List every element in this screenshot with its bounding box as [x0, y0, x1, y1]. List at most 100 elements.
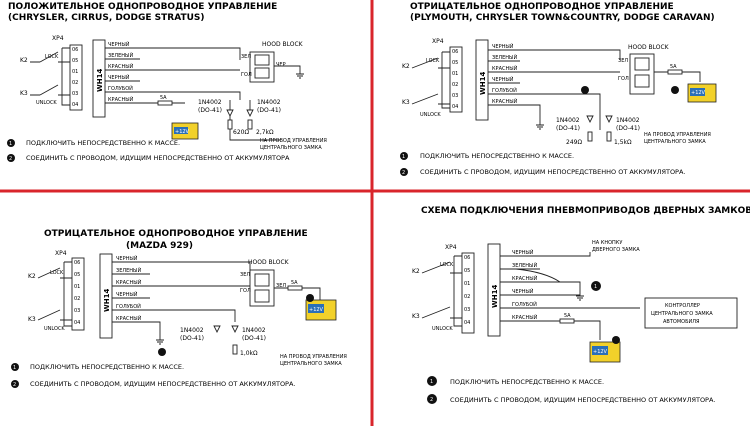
tl-wires [105, 47, 241, 104]
bl-note2: СОЕДИНИТЬ С ПРОВОДОМ, ИДУЩИМ НЕПОСРЕДСТВ… [30, 380, 296, 388]
br-fuse-label: 5A [564, 313, 571, 319]
bl-ground [156, 339, 164, 345]
br-wire: ЧЕРНЫЙ [512, 249, 534, 256]
tr-r2: 1,5kΩ [614, 139, 632, 146]
bl-k2: K2 [28, 273, 36, 280]
bl-fuse-label: 5A [291, 280, 298, 286]
bl-pin: 03 [74, 308, 80, 314]
tr-wire: КРАСНЫЙ [492, 65, 518, 72]
bl-pin-block [71, 257, 85, 331]
br-connector: XP4 [445, 244, 457, 251]
note-marker-2-icon [427, 394, 437, 404]
panel-bottom-right: СХЕМА ПОДКЛЮЧЕНИЯ ПНЕВМОПРИВОДОВ ДВЕРНЫХ… [412, 206, 750, 404]
tl-hood-ground [274, 65, 304, 79]
tr-tolock2: ЦЕНТРАЛЬНОГО ЗАМКА [644, 139, 706, 145]
bl-hood: HOOD BLOCK [248, 259, 290, 266]
tl-hood: HOOD BLOCK [262, 41, 304, 48]
battery-icon: +12V [687, 83, 717, 103]
tr-wire: ЧЕРНЫЙ [492, 76, 514, 83]
tr-hood-pin: ЗЕЛ [618, 58, 628, 64]
bl-wire: КРАСНЫЙ [116, 279, 142, 286]
bl-k3: K3 [28, 316, 36, 323]
br-relay-label: WH14 [491, 285, 499, 308]
br-wires [500, 252, 640, 340]
note-marker-2-icon [306, 294, 314, 302]
tr-fuse-label: 5A [670, 64, 677, 70]
tr-resistor [606, 131, 612, 142]
tl-pin: 04 [72, 102, 78, 108]
note-marker-2-icon [612, 336, 620, 344]
bl-battery-label: +12V [309, 307, 324, 313]
tr-diode-symbols [586, 115, 613, 124]
tr-pin: 01 [452, 71, 458, 77]
tr-title2: (PLYMOUTH, CHRYSLER TOWN&COUNTRY, DODGE … [410, 13, 715, 23]
br-k3: K3 [412, 313, 420, 320]
br-unlock: UNLOCK [432, 326, 453, 332]
battery-icon: +12V [171, 122, 199, 140]
note-marker-2-icon [7, 154, 15, 162]
tl-connector: XP4 [52, 35, 64, 42]
tr-wire: КРАСНЫЙ [492, 98, 518, 105]
bl-wires [112, 261, 251, 340]
br-k2: K2 [412, 268, 420, 275]
tl-hood-relay [254, 54, 270, 66]
bl-wire: ГОЛУБОЙ [116, 303, 141, 310]
tl-relay-label: WH14 [96, 69, 104, 92]
tr-switch-lines [411, 51, 450, 109]
note-marker-2-icon [671, 86, 679, 94]
tr-note1: ПОДКЛЮЧИТЬ НЕПОСРЕДСТВЕННО К МАССЕ. [420, 152, 574, 160]
tl-hood-relay [254, 67, 270, 79]
note-marker-1-icon [158, 348, 166, 356]
tl-diode2b: (DO-41) [257, 107, 281, 114]
tl-pin-block [69, 44, 83, 111]
tl-note2: СОЕДИНИТЬ С ПРОВОДОМ, ИДУЩИМ НЕПОСРЕДСТВ… [26, 154, 290, 162]
bl-fuse [287, 285, 303, 291]
tr-unlock: UNLOCK [420, 112, 441, 118]
br-pin: 02 [464, 294, 470, 300]
tl-pin: 03 [72, 91, 78, 97]
bl-wire: ЧЕРНЫЙ [116, 291, 138, 298]
note-marker-1-icon [400, 152, 408, 160]
bl-unlock: UNLOCK [44, 326, 65, 332]
tr-ground [536, 124, 544, 130]
tr-hood: HOOD BLOCK [628, 44, 670, 51]
tl-hood-pin: 3ЕЛ [241, 54, 251, 60]
note-mark: 2 [430, 397, 433, 403]
bl-r2: 1,0kΩ [240, 350, 258, 357]
bl-title2: (MAZDA 929) [126, 241, 193, 251]
tr-wire: ЧЕРНЫЙ [492, 43, 514, 50]
note-marker-1-icon [427, 376, 437, 386]
tr-hood-pin: ГОЛ [618, 76, 629, 82]
tl-pin: 06 [72, 47, 78, 53]
note-mark: 1 [402, 154, 405, 160]
tl-title2: (CHRYSLER, CIRRUS, DODGE STRATUS) [8, 13, 205, 23]
tl-relay-block [92, 39, 106, 118]
br-tobutton2: ДВЕРНОГО ЗАМКА [592, 247, 640, 253]
bl-relay-label: WH14 [103, 289, 111, 312]
br-ctrl1: КОНТРОЛЛЕР [665, 303, 700, 309]
tr-resistor [587, 131, 593, 142]
tl-unlock: UNLOCK [36, 100, 57, 106]
bl-note1: ПОДКЛЮЧИТЬ НЕПОСРЕДСТВЕННО К МАССЕ. [30, 363, 184, 371]
tl-battery-label: +12V [175, 129, 190, 135]
bl-hood-pin: ЗЕЛ [276, 283, 286, 289]
tl-switch-lines [30, 47, 70, 106]
tl-diode-symbols [226, 109, 254, 118]
tl-diode1b: (DO-41) [198, 107, 222, 114]
br-ground [576, 295, 584, 301]
tl-hood-pin: ГОЛ [241, 72, 252, 78]
br-pin: 01 [464, 281, 470, 287]
bl-resistor [232, 344, 238, 355]
tr-diode1b: (DO-41) [556, 125, 580, 132]
tr-pin: 05 [452, 60, 458, 66]
tr-wires [488, 49, 621, 130]
note-mark: 1 [13, 365, 16, 371]
tl-tolock1: НА ПРОВОД УПРАВЛЕНИЯ [260, 138, 327, 144]
tr-diode2: 1N4002 [616, 117, 640, 124]
tr-diode2b: (DO-41) [616, 125, 640, 132]
bl-diode2: 1N4002 [242, 327, 266, 334]
tl-resistor [227, 119, 233, 130]
br-lock: LOCK [440, 262, 454, 268]
tl-pin: 02 [72, 80, 78, 86]
